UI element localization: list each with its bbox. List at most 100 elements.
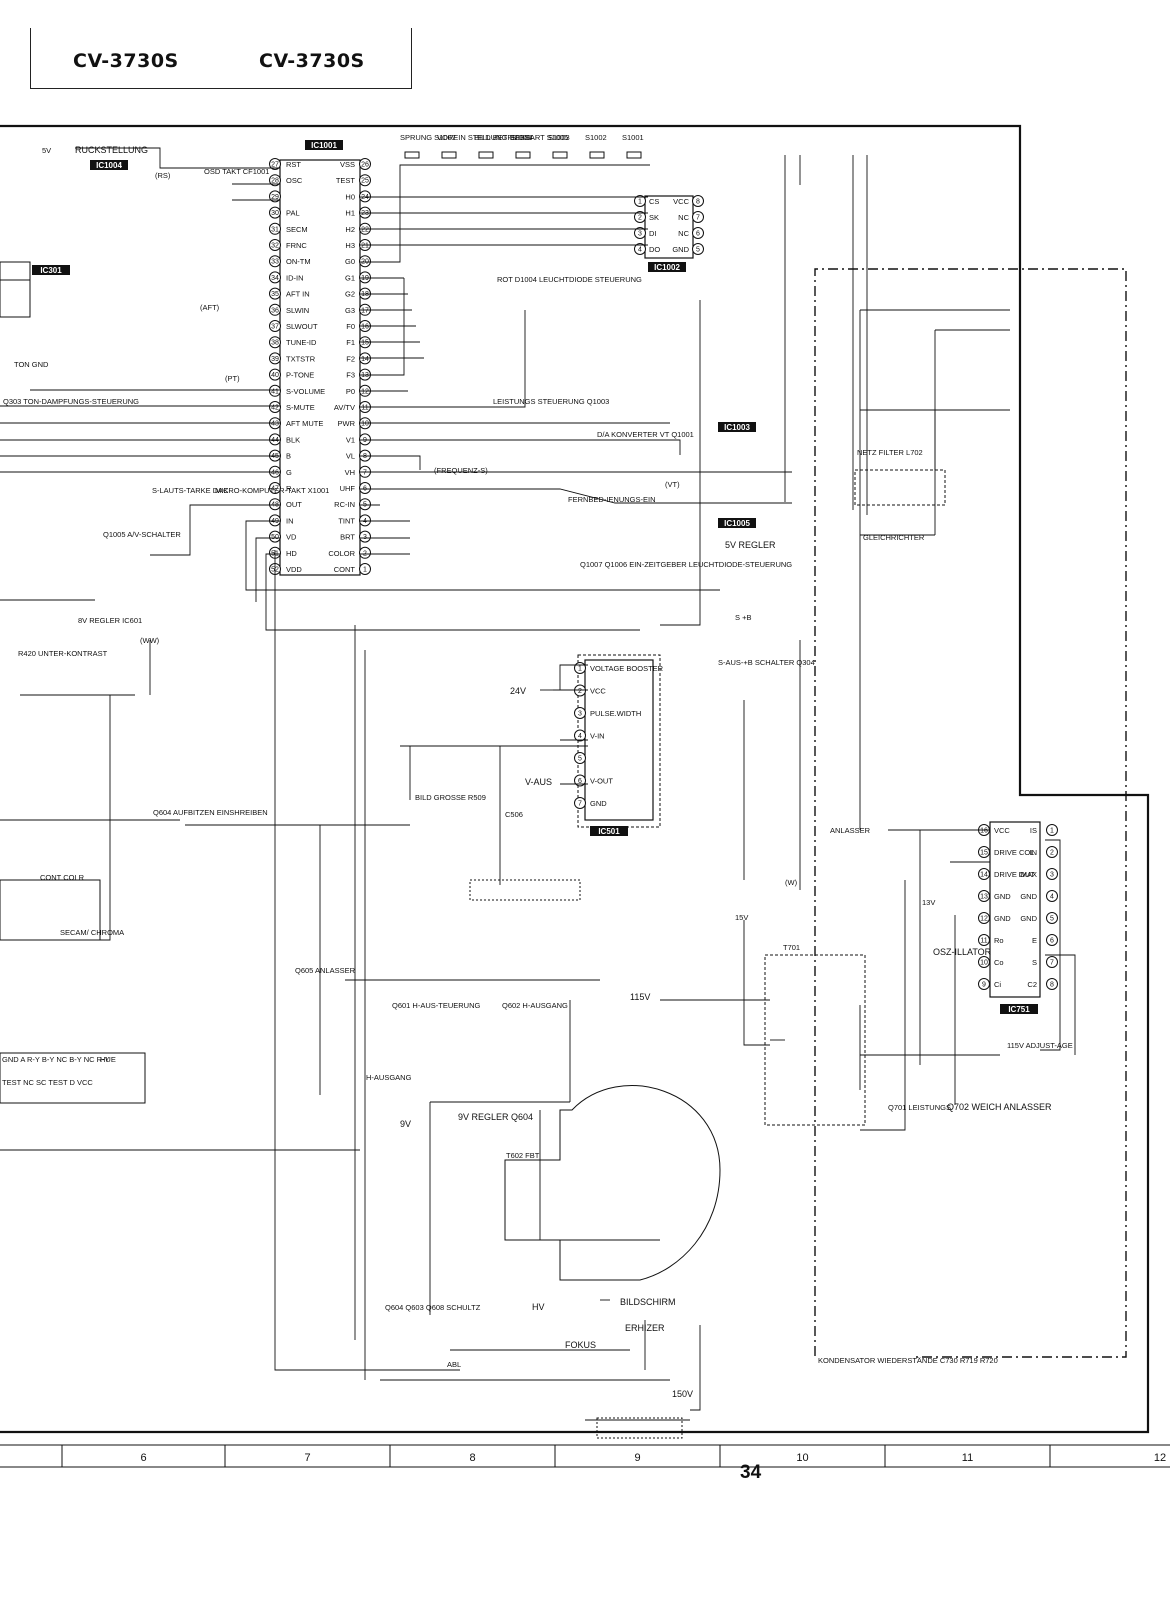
ic1001-pin-label: OSC bbox=[286, 176, 303, 185]
ic1001-pin-label: H3 bbox=[345, 241, 355, 250]
label-pt: (PT) bbox=[225, 374, 240, 383]
ic1002-pin-number: 7 bbox=[696, 215, 700, 222]
ic1001-pin-label: SLWIN bbox=[286, 306, 309, 315]
grid-column-number: 7 bbox=[304, 1452, 310, 1464]
grid-column-number: 9 bbox=[634, 1452, 640, 1464]
ic1001-pin-label: CONT bbox=[334, 565, 356, 574]
ic1002-pin bbox=[634, 243, 646, 255]
ic1001-pin-label: B bbox=[286, 452, 291, 461]
ic1001-pin-number: 14 bbox=[361, 356, 369, 363]
ic1001-pin-label: FRNC bbox=[286, 241, 307, 250]
ic1001-pin-number: 39 bbox=[271, 356, 279, 363]
ic1001-pin-number: 13 bbox=[361, 372, 369, 379]
ic1001-pin bbox=[269, 271, 281, 284]
label-bildschirm: BILDSCHIRM bbox=[620, 1297, 676, 1307]
switch-label: SPRUNG S1007 bbox=[400, 133, 456, 142]
ic501-pin bbox=[574, 752, 586, 764]
label-kondensator: KONDENSATOR WIEDERSTÄNDE C730 R719 R720 bbox=[818, 1356, 998, 1365]
ic1001-pin-number: 29 bbox=[271, 194, 279, 201]
switch-symbol bbox=[552, 151, 568, 159]
ic751-pin-label: S bbox=[1032, 958, 1037, 967]
ic1001-pin bbox=[269, 287, 281, 300]
ic-tag-label: IC1001 bbox=[311, 141, 337, 150]
ic751-pin-number: 14 bbox=[980, 872, 988, 879]
ic501-pin-number: 6 bbox=[578, 778, 582, 785]
ic1001-pin-label: VL bbox=[346, 452, 355, 461]
ic1002-pin bbox=[634, 195, 646, 207]
ic1001-pin-number: 8 bbox=[363, 453, 367, 460]
ic751-pin-label: DRIVE COL bbox=[994, 848, 1034, 857]
label-h-ausgang: H-AUSGANG bbox=[366, 1073, 412, 1082]
ic1001-pin-label: SECM bbox=[286, 225, 308, 234]
ic1001-pin-label: AFT IN bbox=[286, 290, 310, 299]
ic1002-pin-label: VCC bbox=[673, 197, 689, 206]
label-q701: Q701 LEISTUNGS bbox=[888, 1103, 951, 1112]
ic1001-pin-label: HD bbox=[286, 549, 297, 558]
ic1002-pin-number: 3 bbox=[638, 231, 642, 238]
ic751-pin bbox=[1046, 956, 1058, 968]
ic751-pin bbox=[978, 846, 990, 858]
dy-connector bbox=[469, 879, 581, 901]
ic751-pin-label: VCC bbox=[994, 826, 1010, 835]
ic751-pin-label: IN bbox=[1030, 848, 1038, 857]
switch-symbol bbox=[626, 151, 642, 159]
switch-label: S1002 bbox=[585, 133, 607, 142]
ic1001-pin bbox=[359, 271, 371, 284]
label-hue: HUE bbox=[100, 1055, 116, 1064]
label-ww: (WW) bbox=[140, 636, 160, 645]
ic751-pin-label: DRIVE OUT bbox=[994, 870, 1035, 879]
label-t701: T701 bbox=[783, 943, 800, 952]
ic1001-pin-label: TINT bbox=[338, 516, 355, 525]
label-q605: Q605 ANLASSER bbox=[295, 966, 356, 975]
ic1001-pin-label: PAL bbox=[286, 209, 300, 218]
ic1002-pin-label: DI bbox=[649, 229, 657, 238]
ic-tag-box bbox=[90, 160, 128, 170]
switch-label: S1003 bbox=[548, 133, 570, 142]
label-bild-grosse: BILD GROSSE R509 bbox=[415, 793, 486, 802]
ic1001-body bbox=[279, 159, 361, 576]
grid-column-number: 12 bbox=[1154, 1452, 1166, 1464]
ic1001-pin bbox=[359, 498, 371, 511]
ic751-pin-label: C2 bbox=[1027, 980, 1037, 989]
ic751-pin bbox=[978, 956, 990, 968]
ic1001-pin-label: TEST bbox=[336, 176, 356, 185]
ic1001-pin-label: RST bbox=[286, 160, 301, 169]
ic751-pin bbox=[978, 978, 990, 990]
ic1001-pin bbox=[269, 239, 281, 251]
ic751-pin-label: GND bbox=[1020, 914, 1037, 923]
ic1001-pin-number: 40 bbox=[271, 372, 279, 379]
ic1001-pin-label: H2 bbox=[345, 225, 355, 234]
ic1001-pin bbox=[269, 336, 281, 349]
ic751-pin-label: GND bbox=[994, 892, 1011, 901]
ic1002-pin-number: 5 bbox=[696, 247, 700, 254]
ic1001-pin-number: 10 bbox=[361, 421, 369, 428]
ic1002-pin bbox=[634, 211, 646, 223]
ic1001-pin-number: 21 bbox=[361, 243, 369, 250]
label-test: TEST NC SC TEST D VCC bbox=[2, 1078, 93, 1087]
label-rot-led: ROT D1004 LEUCHTDIODE STEUERUNG bbox=[497, 275, 642, 284]
ic1001-pin-label: V1 bbox=[346, 435, 355, 444]
wiring bbox=[0, 147, 1076, 1421]
ic1002-pin bbox=[634, 227, 646, 239]
label-v115-adj: 115V ADJUST-AGE bbox=[1007, 1041, 1073, 1050]
model-number-right: CV-3730S bbox=[259, 50, 365, 72]
label-fernbed: FERNBED-IENUNGS-EIN bbox=[568, 495, 656, 504]
ic1001-pin bbox=[269, 368, 281, 381]
label-schultz: Q604 Q603 Q608 SCHULTZ bbox=[385, 1303, 481, 1312]
ic-tag-label: IC501 bbox=[598, 827, 620, 836]
ic1001-pin-number: 33 bbox=[271, 259, 279, 266]
ic1002-pin-label: GND bbox=[672, 245, 689, 254]
switch-symbol bbox=[589, 151, 605, 159]
ic751-pin-label: E bbox=[1032, 936, 1037, 945]
ic1001-pin bbox=[359, 563, 371, 575]
ic1001-pin-label: BRT bbox=[340, 533, 355, 542]
ic501-pin bbox=[574, 774, 586, 787]
ic1001-pin bbox=[269, 514, 281, 527]
ic501-pin-label: V-IN bbox=[590, 732, 605, 741]
ic1001-pin-label: S-MUTE bbox=[286, 403, 315, 412]
grid-column-number: 6 bbox=[140, 1452, 146, 1464]
ic1001-pin-label: IN bbox=[286, 516, 294, 525]
label-rs: (RS) bbox=[155, 171, 171, 180]
ic1001-pin-number: 18 bbox=[361, 291, 369, 298]
